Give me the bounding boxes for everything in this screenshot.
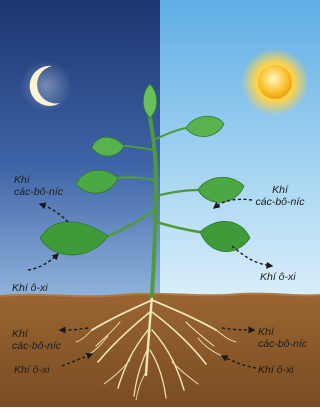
moon-icon [20,60,72,112]
label-root-left-co2-line2: các-bô-níc [12,340,61,352]
label-day-co2-line2: các-bô-níc [248,196,312,208]
label-root-right-o2: Khí ô-xi [258,364,294,376]
label-day-co2-line1: Khí [248,184,312,196]
label-root-right-co2-line1: Khí [258,326,307,338]
label-night-co2-line2: các-bô-níc [14,186,63,198]
day-sky-panel [160,0,320,296]
sun-icon [241,48,309,116]
label-root-right-co2: Khí các-bô-níc [258,326,307,350]
label-root-left-co2: Khí các-bô-níc [12,328,61,352]
label-night-co2-line1: Khí [14,174,63,186]
label-root-left-co2-line1: Khí [12,328,61,340]
label-night-co2: Khí các-bô-níc [14,174,63,198]
label-root-right-co2-line2: các-bô-níc [258,338,307,350]
label-root-left-o2: Khí ô-xi [14,364,50,376]
label-day-co2: Khí các-bô-níc [248,184,312,208]
label-night-o2: Khí ô-xi [12,282,48,294]
label-day-o2: Khí ô-xi [260,271,296,283]
